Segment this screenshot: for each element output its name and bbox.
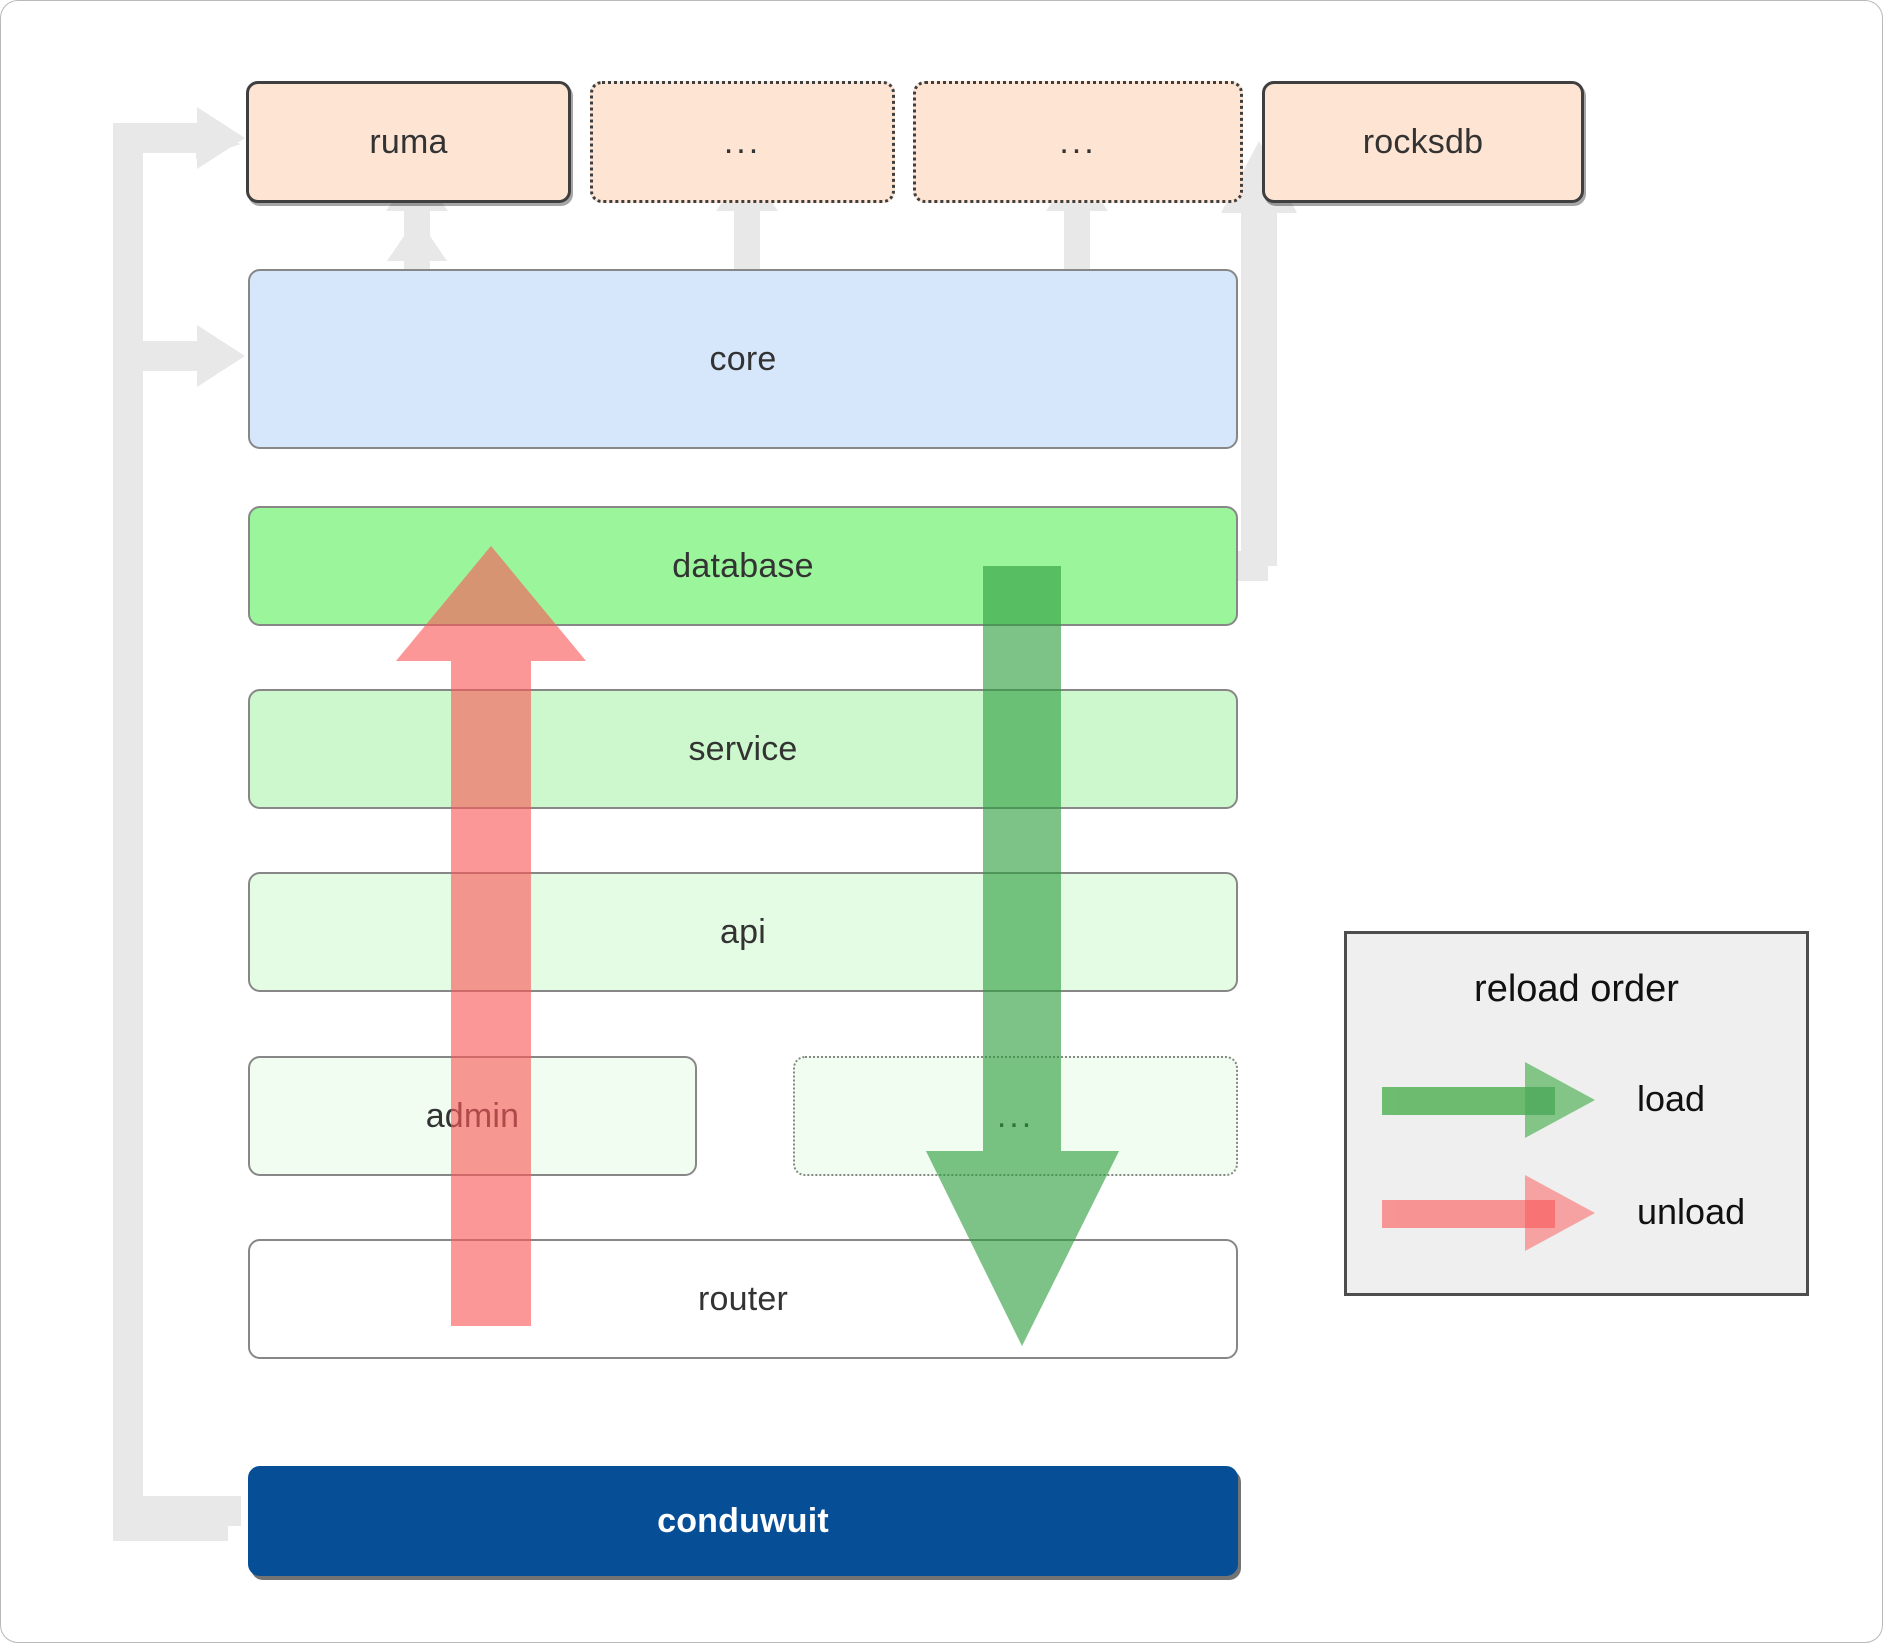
binary-label: conduwuit bbox=[657, 1501, 829, 1540]
legend-label: unload bbox=[1637, 1191, 1746, 1232]
layer-label: database bbox=[672, 546, 814, 585]
legend-panel: reload order load unload bbox=[1344, 931, 1809, 1296]
legend-title: reload order bbox=[1474, 968, 1679, 1010]
layer-label: service bbox=[688, 729, 798, 768]
layer-box-admin[interactable]: admin bbox=[248, 1056, 697, 1176]
legend-row-unload: unload bbox=[1377, 1167, 1782, 1257]
layer-label: router bbox=[697, 1279, 789, 1318]
dependency-box-placeholder-2[interactable]: ... bbox=[913, 81, 1243, 203]
layer-label: admin bbox=[425, 1096, 520, 1135]
dependency-label: rocksdb bbox=[1362, 122, 1484, 161]
layer-box-database[interactable]: database bbox=[248, 506, 1238, 626]
dependency-label: ... bbox=[723, 122, 762, 161]
layer-box-router[interactable]: router bbox=[248, 1239, 1238, 1359]
legend-row-load: load bbox=[1377, 1054, 1782, 1144]
binary-box-conduwuit[interactable]: conduwuit bbox=[248, 1466, 1238, 1576]
dependency-label: ... bbox=[1059, 122, 1097, 161]
layer-label: api bbox=[720, 912, 766, 951]
layer-label: core bbox=[709, 339, 777, 378]
dependency-box-ruma[interactable]: ruma bbox=[246, 81, 571, 203]
unload-arrow-icon bbox=[1382, 1175, 1595, 1251]
layer-label: ... bbox=[996, 1096, 1035, 1135]
dependency-box-placeholder-1[interactable]: ... bbox=[590, 81, 895, 203]
load-arrow-icon bbox=[1382, 1062, 1595, 1138]
layer-box-service[interactable]: service bbox=[248, 689, 1238, 809]
dependency-box-rocksdb[interactable]: rocksdb bbox=[1262, 81, 1584, 203]
layer-box-core[interactable]: core bbox=[248, 269, 1238, 449]
legend-label: load bbox=[1637, 1078, 1706, 1119]
layer-box-placeholder[interactable]: ... bbox=[793, 1056, 1238, 1176]
dependency-label: ruma bbox=[369, 122, 448, 161]
layer-box-api[interactable]: api bbox=[248, 872, 1238, 992]
